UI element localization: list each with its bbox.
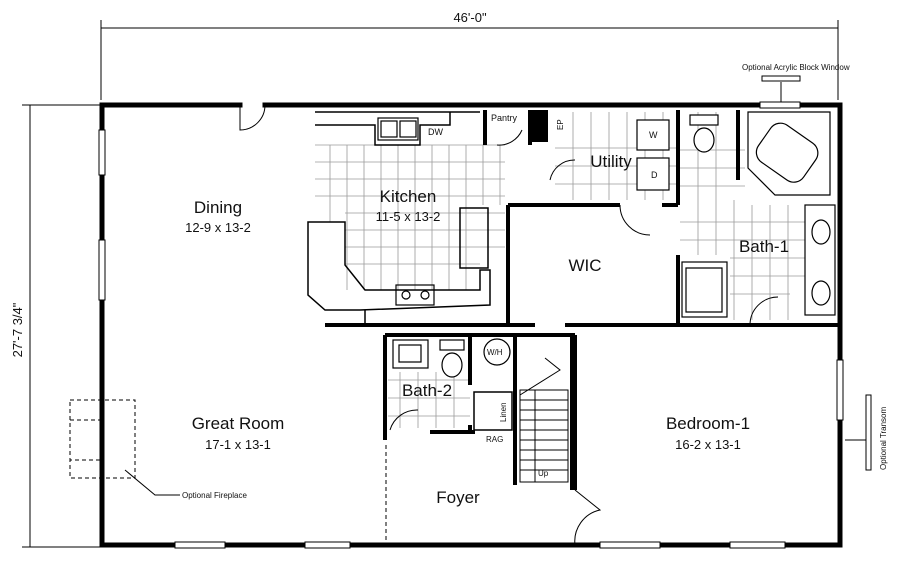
- dryer-icon: D: [636, 157, 670, 191]
- vanity-sinks: [804, 204, 836, 316]
- depth-dimension: [22, 104, 102, 548]
- bath2-vanity-icon: [392, 339, 429, 369]
- kitchen-counters: [307, 111, 491, 325]
- great-room-name: Great Room: [192, 414, 285, 433]
- interior-walls: [325, 110, 840, 490]
- bath2-name: Bath-2: [402, 381, 452, 400]
- kitchen-name: Kitchen: [380, 187, 437, 206]
- pantry-label: Pantry: [491, 113, 518, 123]
- fireplace-leader: [124, 469, 180, 496]
- rag-label: RAG: [486, 435, 503, 444]
- corner-tub-icon: [747, 111, 831, 196]
- bedroom1-name: Bedroom-1: [666, 414, 750, 433]
- bedroom1-size: 16-2 x 13-1: [675, 437, 741, 452]
- kitchen-tile-grid: [315, 144, 505, 290]
- chimney-block: [532, 110, 548, 142]
- width-dimension: [100, 20, 839, 100]
- svg-text:W/H: W/H: [487, 348, 503, 357]
- stove-icon: [395, 284, 435, 306]
- linen-label: Linen: [499, 402, 508, 422]
- kitchen-size: 11-5 x 13-2: [376, 209, 441, 224]
- dining-size: 12-9 x 13-2: [185, 220, 251, 235]
- ep-label: EP: [556, 119, 565, 130]
- kitchen-sink-icon: [377, 117, 419, 141]
- overall-depth-label: 27'-7 3/4": [10, 302, 25, 357]
- transom-icon: [865, 394, 872, 471]
- optional-block-window-label: Optional Acrylic Block Window: [742, 63, 850, 72]
- bath1-name: Bath-1: [739, 237, 789, 256]
- shower-icon: [681, 261, 728, 318]
- dishwasher-label: DW: [428, 127, 443, 137]
- overall-width-label: 46'-0": [453, 10, 487, 25]
- optional-transom-label: Optional Transom: [879, 407, 888, 470]
- toilet-icon: [689, 114, 719, 153]
- washer-icon: W: [636, 119, 670, 151]
- great-room-size: 17-1 x 13-1: [205, 437, 271, 452]
- bath2-tile-grid: [388, 372, 470, 428]
- windows: [98, 101, 844, 549]
- foyer-name: Foyer: [436, 488, 480, 507]
- bath2-toilet-icon: [439, 339, 465, 378]
- stairs: [519, 357, 569, 483]
- door-swings: [239, 104, 779, 546]
- wic-name: WIC: [568, 256, 601, 275]
- bath1-tile-grid: [680, 112, 805, 320]
- dining-name: Dining: [194, 198, 242, 217]
- optional-fireplace-label: Optional Fireplace: [182, 491, 247, 500]
- water-heater-icon: W/H: [483, 338, 511, 366]
- utility-name: Utility: [590, 152, 632, 171]
- svg-text:D: D: [651, 170, 658, 180]
- linen-closet: [473, 391, 513, 431]
- svg-text:W: W: [649, 130, 658, 140]
- optional-fireplace-outline: [69, 399, 136, 479]
- block-window-icon: [761, 75, 801, 82]
- stairs-up-label: Up: [538, 469, 549, 478]
